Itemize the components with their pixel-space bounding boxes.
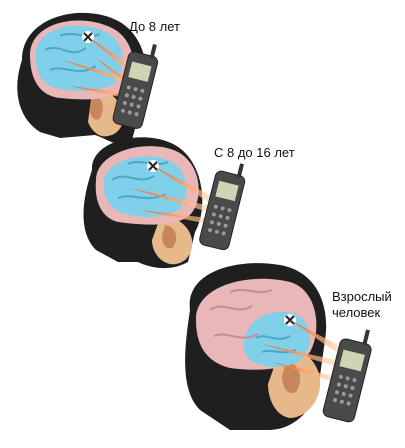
age-label-child: До 8 лет — [129, 19, 180, 35]
age-label-teen-line1: С 8 до 16 лет — [214, 145, 295, 160]
age-label-adult-line2: человек — [332, 305, 392, 321]
age-label-teen: С 8 до 16 лет — [214, 145, 295, 161]
head-adult — [185, 263, 326, 430]
phone-adult — [322, 324, 376, 423]
brain-blue-teen — [104, 156, 187, 217]
age-label-adult-line1: Взрослый — [332, 289, 392, 305]
age-label-adult: Взрослый человек — [332, 289, 392, 321]
age-label-child-line1: До 8 лет — [129, 19, 180, 34]
phone-teen — [198, 158, 248, 251]
